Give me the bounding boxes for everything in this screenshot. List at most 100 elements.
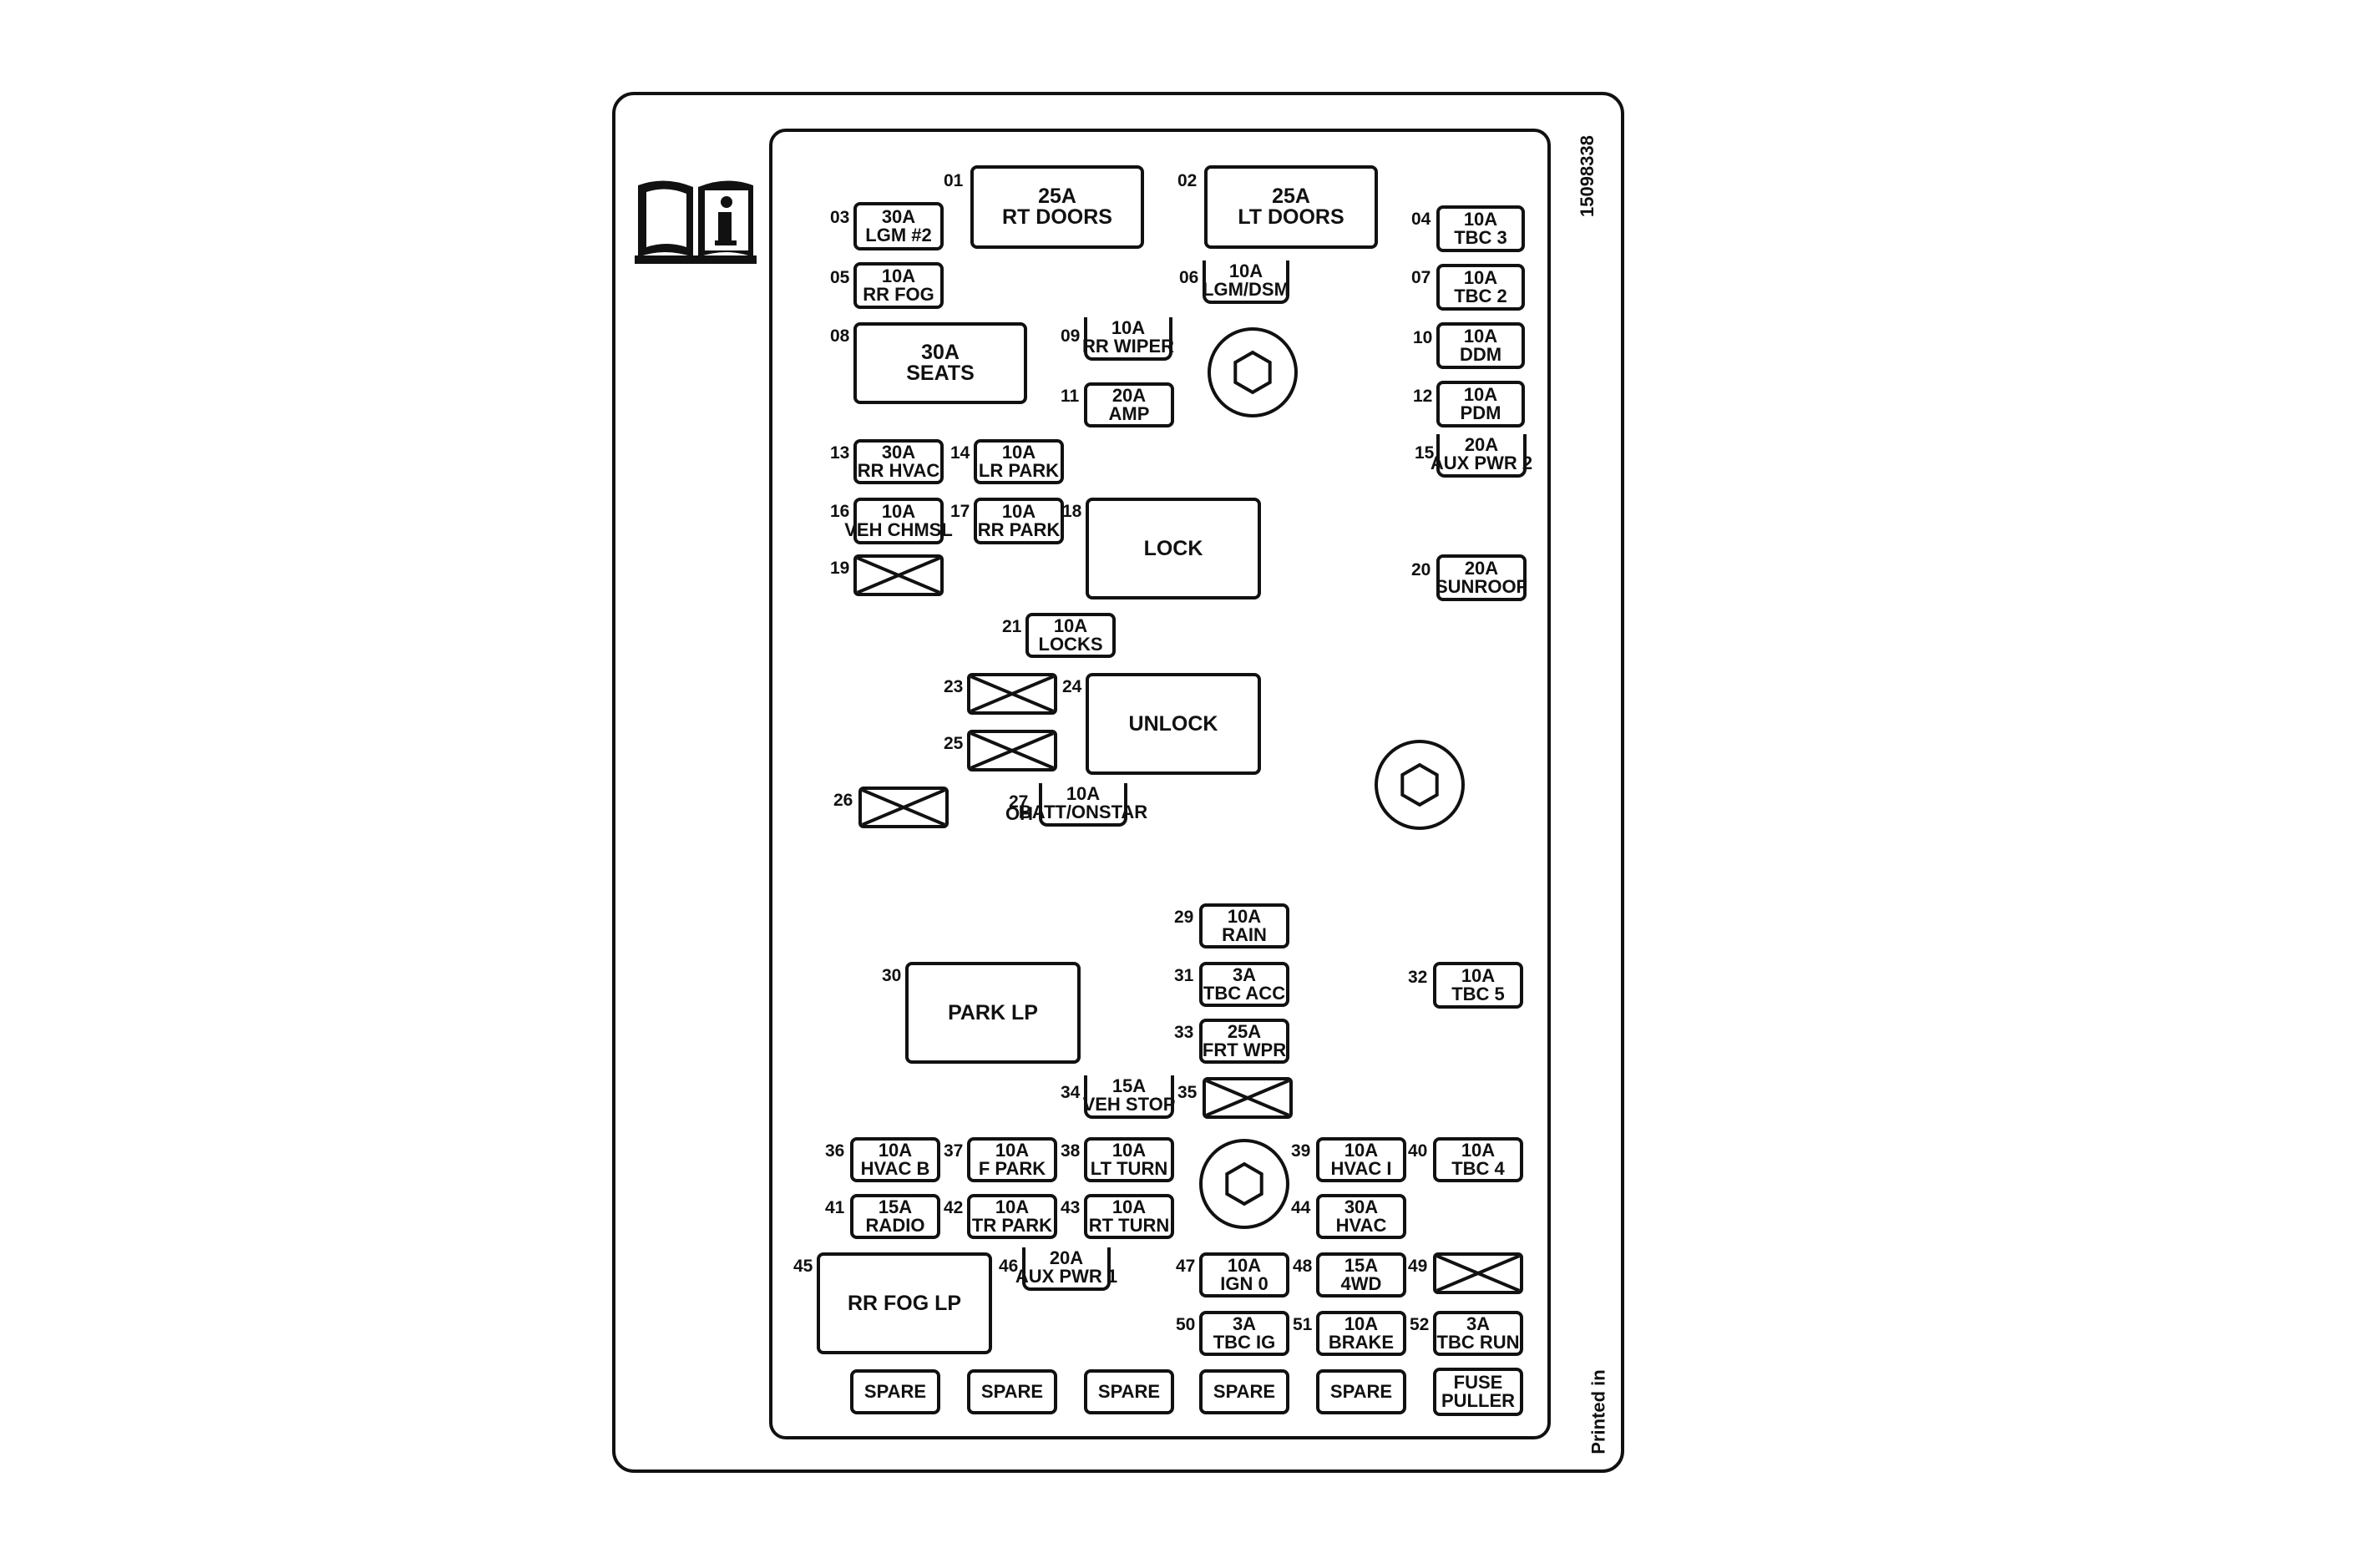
fuse-15-edge-right [1523, 434, 1527, 446]
fuse-06-rating: 10A [1228, 261, 1263, 281]
fuse-40-rating: 10A [1461, 1140, 1496, 1161]
fuse-34-circuit: VEH STOP [1082, 1094, 1176, 1115]
fuse-30-rating: PARK LP [948, 1000, 1038, 1024]
fuse-14-rating: 10A [1001, 442, 1036, 463]
fuse-number-42: 42 [944, 1198, 964, 1217]
fuse-24[interactable]: UNLOCK [1086, 673, 1261, 775]
fuse-18-rating: LOCK [1143, 536, 1203, 560]
fuse-puller-label-1: FUSE [1453, 1372, 1503, 1393]
fuse-39-rating: 10A [1344, 1140, 1379, 1161]
fuse-number-08: 08 [830, 326, 850, 346]
spare-label: SPARE [1329, 1381, 1393, 1402]
spare-fuse-2[interactable]: SPARE [967, 1369, 1057, 1414]
fuse-30[interactable]: PARK LP [905, 962, 1081, 1064]
part-number: 15098338 [1576, 135, 1598, 217]
fuse-51-circuit: BRAKE [1328, 1332, 1395, 1353]
fuse-number-44: 44 [1291, 1198, 1311, 1217]
spare-fuse-1[interactable]: SPARE [850, 1369, 940, 1414]
fuse-33-circuit: FRT WPR [1202, 1040, 1287, 1060]
fuse-number-47: 47 [1176, 1257, 1196, 1276]
fuse-number-21: 21 [1002, 617, 1022, 636]
spare-fuse-5[interactable]: SPARE [1316, 1369, 1406, 1414]
fuse-42-rating: 10A [995, 1196, 1030, 1217]
fuse-38-rating: 10A [1112, 1140, 1147, 1161]
fuse-34-edge-left [1084, 1075, 1087, 1087]
fuse-18[interactable]: LOCK [1086, 498, 1261, 599]
empty-slot-25[interactable] [967, 730, 1057, 771]
fuse-29-rating: 10A [1227, 906, 1262, 927]
empty-slot-19[interactable] [853, 554, 944, 596]
spare-fuse-4[interactable]: SPARE [1199, 1369, 1289, 1414]
fuse-07-rating: 10A [1463, 267, 1498, 288]
fuse-11-rating: 20A [1112, 385, 1147, 406]
fuse-16-circuit: VEH CHMSL [844, 519, 953, 540]
fuse-06-edge-right [1286, 261, 1289, 272]
fuse-number-13: 13 [830, 443, 850, 463]
fuse-number-20: 20 [1411, 560, 1431, 579]
spare-label: SPARE [980, 1381, 1044, 1402]
fuse-09-rating: 10A [1111, 317, 1146, 338]
spare-fuse-3[interactable]: SPARE [1084, 1369, 1174, 1414]
fuse-41-rating: 15A [878, 1196, 913, 1217]
empty-slot-49[interactable] [1433, 1252, 1523, 1294]
fuse-45-rating: RR FOG LP [847, 1291, 962, 1315]
fuse-45[interactable]: RR FOG LP [817, 1252, 992, 1354]
fuse-number-03: 03 [830, 208, 850, 227]
fuse-39-circuit: HVAC I [1330, 1158, 1392, 1179]
fuse-number-01: 01 [944, 171, 964, 190]
fuse-20-rating: 20A [1464, 558, 1499, 579]
fuse-05-circuit: RR FOG [863, 284, 934, 305]
fuse-29-circuit: RAIN [1222, 924, 1267, 945]
fuse-48-rating: 15A [1344, 1255, 1379, 1276]
spare-label: SPARE [1097, 1381, 1161, 1402]
fuse-number-06: 06 [1179, 268, 1199, 287]
fuse-number-10: 10 [1413, 328, 1433, 347]
empty-slot-23[interactable] [967, 673, 1057, 715]
fuse-15-rating: 20A [1464, 434, 1499, 455]
empty-slot-35[interactable] [1203, 1077, 1293, 1119]
empty-slot-26[interactable] [858, 787, 949, 828]
